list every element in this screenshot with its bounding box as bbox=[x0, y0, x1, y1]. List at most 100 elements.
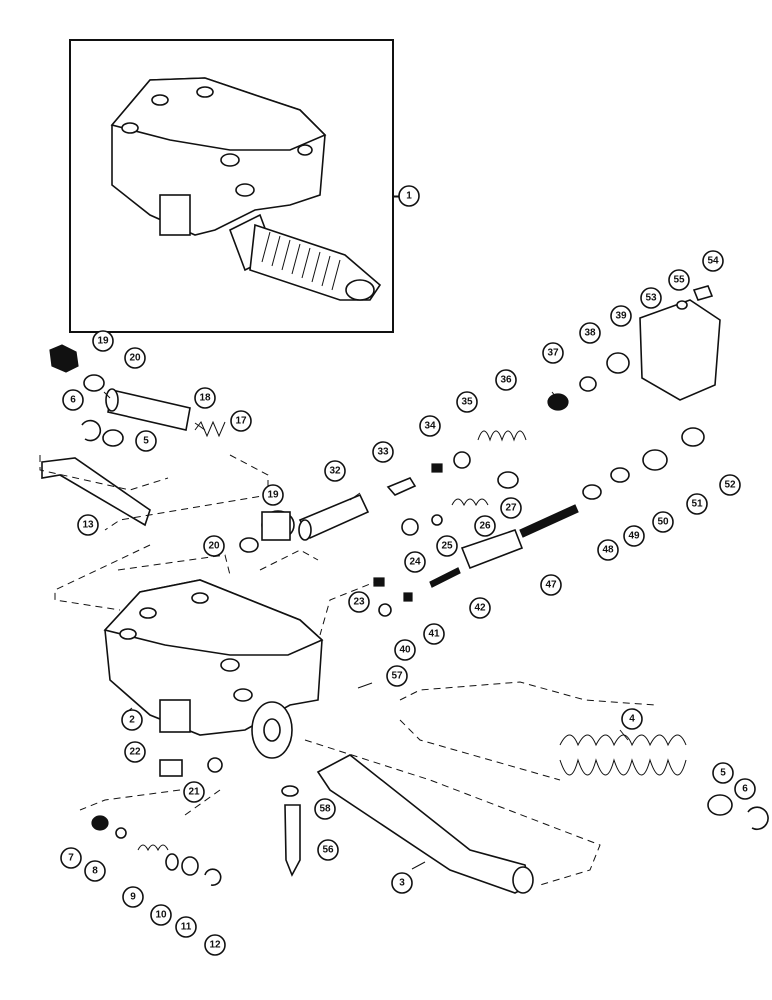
callout-20-upper: 20 bbox=[124, 347, 146, 369]
callout-19-lower: 19 bbox=[262, 484, 284, 506]
callout-56: 56 bbox=[317, 839, 339, 861]
callout-7-label: 7 bbox=[68, 853, 74, 864]
callout-36: 36 bbox=[495, 369, 517, 391]
callout-5-lower-label: 5 bbox=[720, 768, 726, 779]
callout-38: 38 bbox=[579, 322, 601, 344]
callout-51-label: 51 bbox=[691, 499, 703, 510]
callout-11: 11 bbox=[175, 916, 197, 938]
callout-42-label: 42 bbox=[474, 603, 486, 614]
callout-2: 2 bbox=[121, 709, 143, 731]
callout-39: 39 bbox=[610, 305, 632, 327]
callout-55: 55 bbox=[668, 269, 690, 291]
callout-19-upper-label: 19 bbox=[97, 336, 109, 347]
callout-6-lower-label: 6 bbox=[742, 784, 748, 795]
callout-53: 53 bbox=[640, 287, 662, 309]
callout-37-label: 37 bbox=[547, 348, 559, 359]
callout-2-label: 2 bbox=[129, 715, 135, 726]
callout-32: 32 bbox=[324, 460, 346, 482]
callout-35-label: 35 bbox=[461, 397, 473, 408]
callout-6-upper: 6 bbox=[62, 389, 84, 411]
callout-24-label: 24 bbox=[409, 557, 421, 568]
callout-18-label: 18 bbox=[199, 393, 211, 404]
callout-20-upper-label: 20 bbox=[129, 353, 141, 364]
callout-3: 3 bbox=[391, 872, 413, 894]
callout-42: 42 bbox=[469, 597, 491, 619]
callout-58: 58 bbox=[314, 798, 336, 820]
callout-24: 24 bbox=[404, 551, 426, 573]
callout-41-label: 41 bbox=[428, 629, 440, 640]
callout-56-label: 56 bbox=[322, 845, 334, 856]
callout-19-upper: 19 bbox=[92, 330, 114, 352]
callout-9-label: 9 bbox=[130, 892, 136, 903]
callout-40-label: 40 bbox=[399, 645, 411, 656]
callout-25-label: 25 bbox=[441, 541, 453, 552]
callout-22: 22 bbox=[124, 741, 146, 763]
callout-20-lower-label: 20 bbox=[208, 541, 220, 552]
callout-8-label: 8 bbox=[92, 866, 98, 877]
callout-36-label: 36 bbox=[500, 375, 512, 386]
callout-49-label: 49 bbox=[628, 531, 640, 542]
callout-4: 4 bbox=[621, 708, 643, 730]
callout-48: 48 bbox=[597, 539, 619, 561]
callout-17: 17 bbox=[230, 410, 252, 432]
callout-40: 40 bbox=[394, 639, 416, 661]
exploded-parts-artwork bbox=[41, 285, 769, 894]
callout-34-label: 34 bbox=[424, 421, 436, 432]
callout-10: 10 bbox=[150, 904, 172, 926]
callout-8: 8 bbox=[84, 860, 106, 882]
callout-1: 1 bbox=[398, 185, 420, 207]
callout-27: 27 bbox=[500, 497, 522, 519]
callout-6-upper-label: 6 bbox=[70, 395, 76, 406]
callout-58-label: 58 bbox=[319, 804, 331, 815]
callout-4-label: 4 bbox=[629, 714, 635, 725]
assembled-valve-illustration bbox=[110, 77, 399, 301]
callout-5-lower: 5 bbox=[712, 762, 734, 784]
callout-25: 25 bbox=[436, 535, 458, 557]
callout-47: 47 bbox=[540, 574, 562, 596]
callout-52: 52 bbox=[719, 474, 741, 496]
callout-39-label: 39 bbox=[615, 311, 627, 322]
callout-22-label: 22 bbox=[129, 747, 141, 758]
callout-49: 49 bbox=[623, 525, 645, 547]
callout-1-label: 1 bbox=[406, 191, 412, 202]
callout-12-label: 12 bbox=[209, 940, 221, 951]
callout-11-label: 11 bbox=[181, 922, 192, 933]
callout-labels: 1 2 3 4 5 5 6 6 7 8 9 10 11 12 13 17 18 … bbox=[60, 185, 756, 956]
callout-6-lower: 6 bbox=[734, 778, 756, 800]
callout-19-lower-label: 19 bbox=[267, 490, 279, 501]
callout-50-label: 50 bbox=[657, 517, 669, 528]
callout-21-label: 21 bbox=[188, 787, 200, 798]
callout-20-lower: 20 bbox=[203, 535, 225, 557]
callout-33-label: 33 bbox=[377, 447, 389, 458]
callout-5-upper: 5 bbox=[135, 430, 157, 452]
callout-55-label: 55 bbox=[673, 275, 685, 286]
callout-54-label: 54 bbox=[707, 256, 719, 267]
callout-33: 33 bbox=[372, 441, 394, 463]
callout-13-label: 13 bbox=[82, 520, 94, 531]
callout-53-label: 53 bbox=[645, 293, 657, 304]
callout-26: 26 bbox=[474, 515, 496, 537]
callout-41: 41 bbox=[423, 623, 445, 645]
callout-23: 23 bbox=[348, 591, 370, 613]
callout-5-upper-label: 5 bbox=[143, 436, 149, 447]
callout-26-label: 26 bbox=[479, 521, 491, 532]
callout-3-label: 3 bbox=[399, 878, 405, 889]
callout-17-label: 17 bbox=[235, 416, 247, 427]
callout-21: 21 bbox=[183, 781, 205, 803]
callout-35: 35 bbox=[456, 391, 478, 413]
callout-18: 18 bbox=[194, 387, 216, 409]
callout-38-label: 38 bbox=[584, 328, 596, 339]
callout-13: 13 bbox=[77, 514, 99, 536]
callout-12: 12 bbox=[204, 934, 226, 956]
callout-10-label: 10 bbox=[155, 910, 167, 921]
callout-37: 37 bbox=[542, 342, 564, 364]
callout-52-label: 52 bbox=[724, 480, 736, 491]
callout-27-label: 27 bbox=[505, 503, 517, 514]
callout-50: 50 bbox=[652, 511, 674, 533]
callout-47-label: 47 bbox=[545, 580, 557, 591]
callout-57-label: 57 bbox=[391, 671, 403, 682]
callout-32-label: 32 bbox=[329, 466, 341, 477]
callout-57: 57 bbox=[386, 665, 408, 687]
callout-23-label: 23 bbox=[353, 597, 365, 608]
